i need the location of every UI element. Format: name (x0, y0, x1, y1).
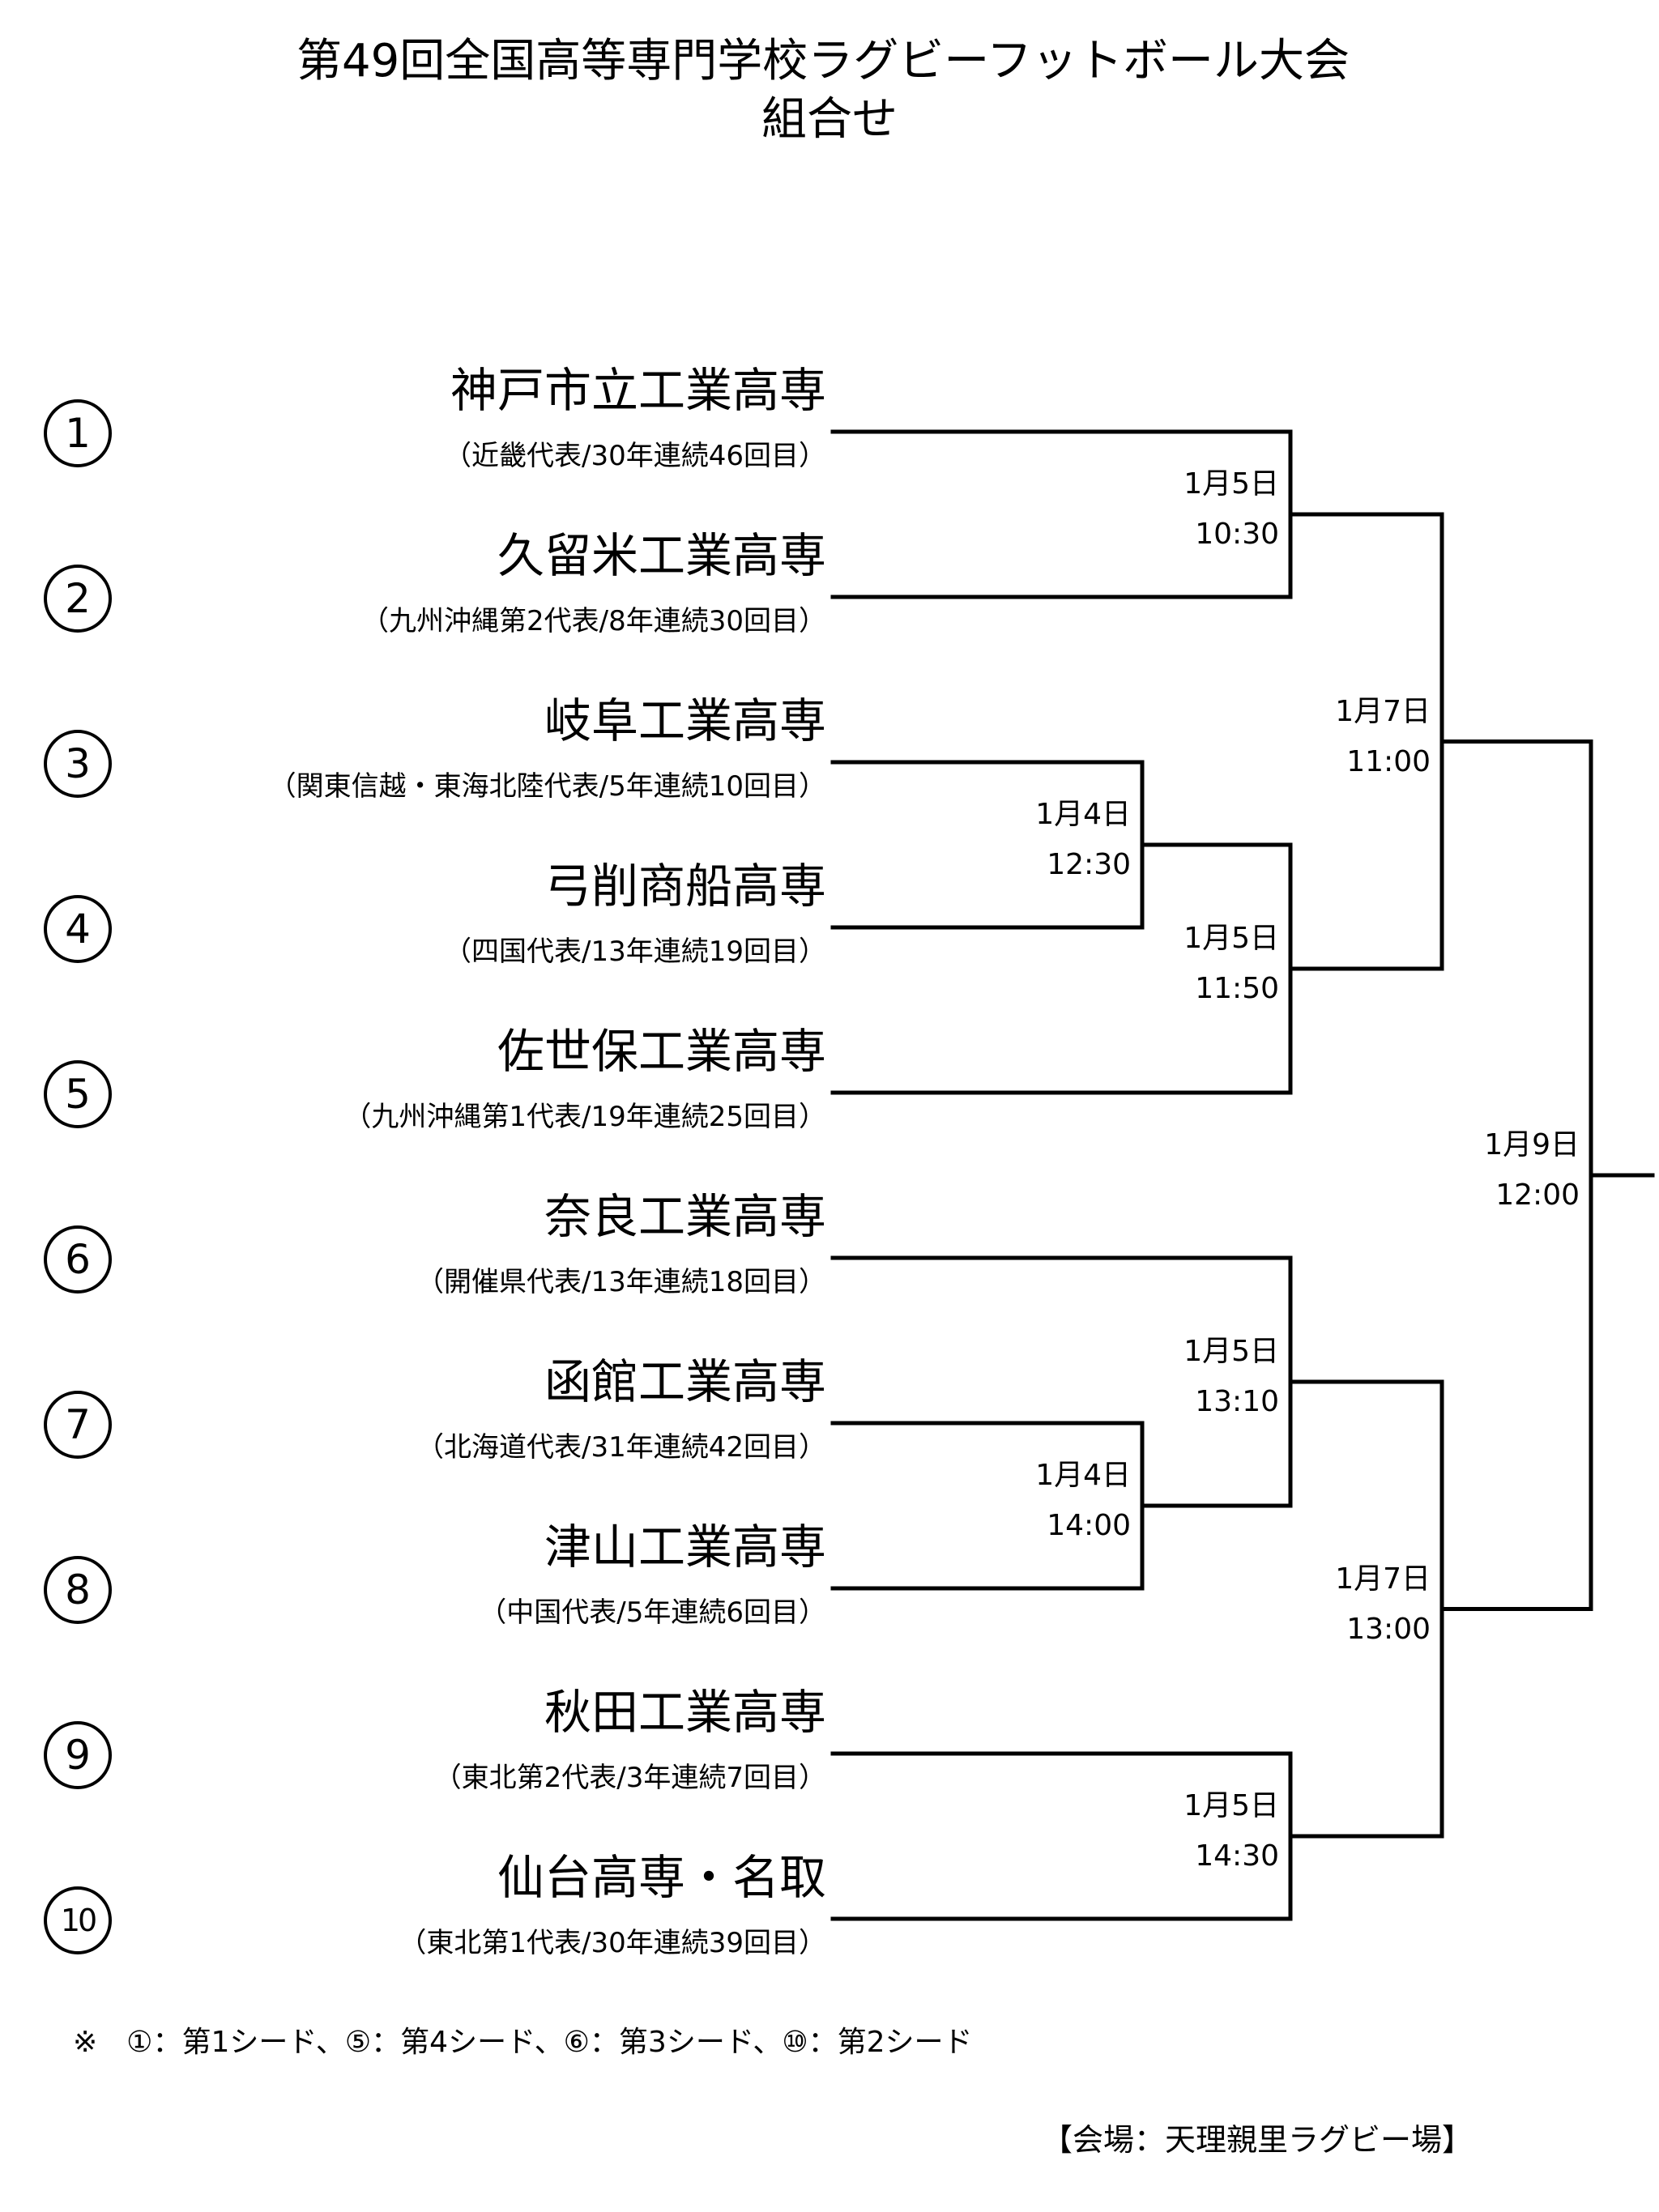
match-date: 1月7日 (1335, 1562, 1431, 1596)
seed-number: 2 (44, 565, 112, 633)
seed-footnote: ※ ①：第1シード、⑤：第4シード、⑥：第3シード、⑩：第2シード (73, 2026, 973, 2059)
page-subtitle: 組合せ (761, 93, 898, 146)
match-date: 1月5日 (1183, 1335, 1279, 1368)
match-schedule: 1月5日 14:30 (1183, 1781, 1279, 1882)
match-schedule: 1月5日 13:10 (1183, 1327, 1279, 1427)
team-qualification: （九州沖縄第1代表/19年連続25回目） (343, 1101, 826, 1133)
match-schedule: 1月5日 10:30 (1183, 459, 1279, 560)
team-qualification: （関東信越・東海北陸代表/5年連続10回目） (268, 770, 826, 803)
team-name: 仙台高専・名取 (497, 1850, 826, 1905)
match-date: 1月5日 (1183, 1789, 1279, 1822)
match-schedule: 1月7日 13:00 (1335, 1554, 1431, 1655)
match-date: 1月5日 (1183, 922, 1279, 955)
match-schedule: 1月4日 12:30 (1035, 790, 1131, 890)
team-name: 神戸市立工業高専 (450, 363, 826, 418)
match-time: 14:00 (1047, 1509, 1131, 1542)
match-time: 13:10 (1195, 1385, 1279, 1418)
seed-number: 9 (44, 1721, 112, 1789)
seed-number: 3 (44, 730, 112, 798)
match-date: 1月5日 (1183, 467, 1279, 501)
match-time: 11:00 (1346, 744, 1431, 778)
team-name: 久留米工業高専 (497, 528, 826, 583)
team-name: 佐世保工業高専 (497, 1024, 826, 1079)
team-qualification: （中国代表/5年連続6回目） (479, 1596, 826, 1629)
match-schedule: 1月9日 12:00 (1484, 1120, 1580, 1221)
seed-number: 7 (44, 1391, 112, 1459)
seed-number: 5 (44, 1060, 112, 1128)
match-date: 1月4日 (1035, 798, 1131, 831)
page-title: 第49回全国高等専門学校ラグビーフットボール大会 (296, 35, 1350, 87)
team-name: 弓削商船高専 (544, 859, 826, 914)
team-qualification: （東北第2代表/3年連続7回目） (433, 1762, 826, 1794)
match-time: 12:30 (1047, 848, 1131, 881)
match-time: 12:00 (1495, 1178, 1580, 1212)
team-name: 秋田工業高専 (544, 1685, 826, 1740)
team-name: 津山工業高専 (544, 1519, 826, 1575)
match-schedule: 1月4日 14:00 (1035, 1451, 1131, 1551)
match-date: 1月4日 (1035, 1459, 1131, 1492)
match-date: 1月9日 (1484, 1128, 1580, 1161)
team-qualification: （四国代表/13年連続19回目） (444, 936, 826, 968)
match-time: 13:00 (1346, 1612, 1431, 1646)
seed-number: 6 (44, 1225, 112, 1294)
match-date: 1月7日 (1335, 694, 1431, 728)
match-time: 10:30 (1195, 518, 1279, 551)
team-qualification: （九州沖縄第2代表/8年連続30回目） (361, 605, 826, 637)
match-time: 11:50 (1195, 972, 1279, 1005)
team-name: 岐阜工業高専 (544, 693, 826, 748)
seed-number: 4 (44, 895, 112, 963)
team-qualification: （近畿代表/30年連続46回目） (444, 440, 826, 472)
team-qualification: （開催県代表/13年連続18回目） (416, 1266, 826, 1298)
seed-number: 1 (44, 399, 112, 467)
team-qualification: （東北第1代表/30年連続39回目） (399, 1927, 826, 1959)
team-name: 函館工業高専 (544, 1354, 826, 1409)
team-qualification: （北海道代表/31年連続42回目） (416, 1431, 826, 1464)
match-schedule: 1月5日 11:50 (1183, 914, 1279, 1014)
match-schedule: 1月7日 11:00 (1335, 687, 1431, 787)
team-name: 奈良工業高専 (544, 1189, 826, 1244)
match-time: 14:30 (1195, 1839, 1279, 1873)
venue-label: 【会場：天理親里ラグビー場】 (1041, 2122, 1473, 2158)
seed-number: 10 (44, 1886, 112, 1954)
seed-number: 8 (44, 1556, 112, 1624)
